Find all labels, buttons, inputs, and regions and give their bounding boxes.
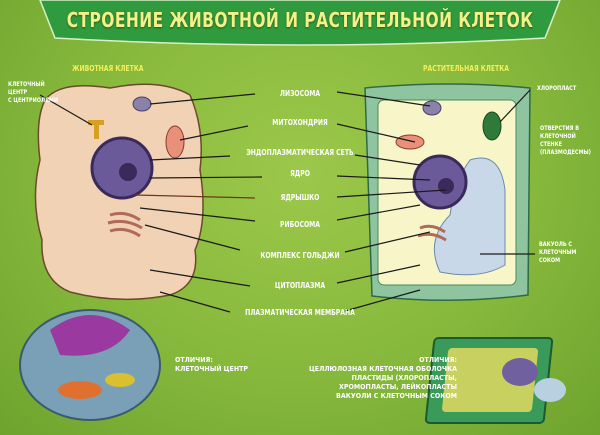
label-line: (ПЛАЗМОДЕСМЫ)	[540, 148, 591, 156]
plant-differences: ОТЛИЧИЯ: ЦЕЛЛЮЛОЗНАЯ КЛЕТОЧНАЯ ОБОЛОЧКА …	[300, 356, 457, 401]
label-nucleus: ЯДРО	[290, 169, 310, 178]
plant-nucleolus	[438, 178, 454, 194]
label-lysosome: ЛИЗОСОМА	[279, 89, 321, 98]
label-mitochondrion: МИТОХОНДРИЯ	[272, 118, 328, 127]
label-cytoplasm: ЦИТОПЛАЗМА	[274, 281, 326, 290]
label-line: СОКОМ	[539, 256, 561, 264]
plant-golgi	[417, 224, 447, 242]
chloroplast-label: ХЛОРОПЛАСТ	[537, 84, 577, 92]
chloroplast	[482, 111, 502, 141]
differences-title: ОТЛИЧИЯ:	[419, 356, 457, 364]
cell-center-label: КЛЕТОЧНЫЙ ЦЕНТР С ЦЕНТРИОЛЯМИ	[8, 80, 58, 104]
plant-mitochondrion	[395, 134, 425, 150]
title-banner	[39, 0, 561, 46]
differences-title: ОТЛИЧИЯ:	[175, 356, 213, 364]
difference-item: ВАКУОЛИ С КЛЕТОЧНЫМ СОКОМ	[336, 392, 457, 400]
label-line: ОТВЕРСТИЯ В	[540, 124, 579, 132]
animal-differences: ОТЛИЧИЯ: КЛЕТОЧНЫЙ ЦЕНТР	[175, 356, 248, 374]
leader-lines	[39, 89, 535, 313]
label-er: ЭНДОПЛАЗМАТИЧЕСКАЯ СЕТЬ	[246, 148, 354, 157]
label-nucleolus: ЯДРЫШКО	[280, 193, 320, 202]
label-golgi: КОМПЛЕКС ГОЛЬДЖИ	[260, 251, 340, 260]
label-line: С ЦЕНТРИОЛЯМИ	[8, 96, 59, 104]
difference-item: ЦЕЛЛЮЛОЗНАЯ КЛЕТОЧНАЯ ОБОЛОЧКА	[308, 365, 457, 373]
animal-lysosome	[132, 96, 152, 112]
animal-mitochondrion	[165, 125, 185, 159]
label-line: КЛЕТОЧНОЙ	[540, 132, 576, 140]
vacuole-label: ВАКУОЛЬ С КЛЕТОЧНЫМ СОКОМ	[539, 240, 576, 264]
plant-cell-heading: РАСТИТЕЛЬНАЯ КЛЕТКА	[423, 64, 509, 73]
difference-item: ПЛАСТИДЫ (ХЛОРОПЛАСТЫ,	[351, 374, 457, 382]
label-line: ЦЕНТР	[8, 88, 28, 96]
animal-nucleolus	[119, 163, 137, 181]
label-ribosome: РИБОСОМА	[280, 220, 320, 229]
difference-item: ХРОМОПЛАСТЫ, ЛЕЙКОПЛАСТЫ	[339, 383, 457, 391]
label-line: СТЕНКЕ	[540, 140, 563, 148]
animal-centriole	[88, 120, 104, 125]
plasmodesmata-label: ОТВЕРСТИЯ В КЛЕТОЧНОЙ СТЕНКЕ (ПЛАЗМОДЕСМ…	[540, 124, 591, 156]
difference-item: КЛЕТОЧНЫЙ ЦЕНТР	[175, 365, 249, 373]
label-membrane: ПЛАЗМАТИЧЕСКАЯ МЕМБРАНА	[245, 308, 355, 317]
label-line: ВАКУОЛЬ С	[539, 240, 573, 248]
label-line: КЛЕТОЧНЫМ	[539, 248, 577, 256]
animal-golgi	[107, 211, 143, 238]
plant-lysosome	[422, 100, 442, 116]
page-title: СТРОЕНИЕ ЖИВОТНОЙ И РАСТИТЕЛЬНОЙ КЛЕТОК	[66, 8, 534, 32]
animal-cell-heading: ЖИВОТНАЯ КЛЕТКА	[72, 64, 144, 73]
label-line: КЛЕТОЧНЫЙ	[8, 80, 45, 88]
